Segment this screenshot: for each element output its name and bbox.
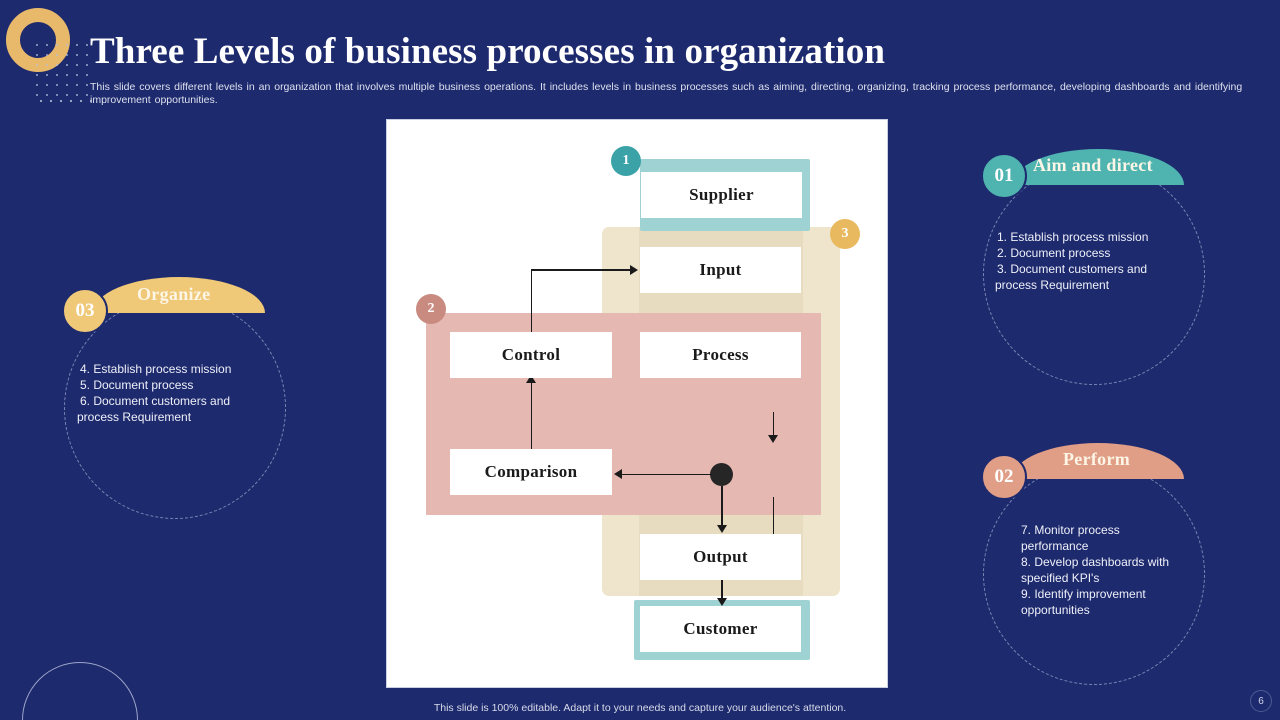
level-01-items: 1. Establish process mission 2. Document… (995, 229, 1197, 293)
level-02-item-6: opportunities (1021, 603, 1090, 617)
process-box-supplier[interactable]: Supplier (641, 172, 802, 218)
connector-control-feedback-horizontal (530, 269, 631, 271)
level-02-item-5: 9. Identify improvement (1021, 587, 1146, 601)
page-title: Three Levels of business processes in or… (90, 31, 886, 72)
level-02-title: Perform (1063, 449, 1131, 469)
arrowhead-control-input (630, 265, 638, 275)
footer-note: This slide is 100% editable. Adapt it to… (433, 702, 847, 714)
page-number: 6 (1250, 690, 1272, 712)
arrowhead-output-customer (716, 598, 727, 606)
process-diagram-panel: Supplier Input Control Process Compariso… (386, 119, 888, 688)
connector-control-feedback-vertical (530, 269, 533, 353)
level-02-items: 7. Monitor process performance 8. Develo… (1021, 522, 1201, 618)
arrowhead-comparison-control (526, 375, 536, 383)
junction-node (710, 463, 733, 486)
level-03-item-1: 4. Establish process mission (80, 362, 232, 376)
level-01-item-4: process Requirement (995, 278, 1110, 292)
level-03-items: 4. Establish process mission 5. Document… (77, 361, 277, 425)
level-01-item-1: 1. Establish process mission (997, 230, 1149, 244)
level-03-item-4: process Requirement (77, 410, 192, 424)
level-01-number[interactable]: 01 (981, 153, 1027, 199)
level-02-item-2: performance (1021, 539, 1089, 553)
level-03-item-3: 6. Document customers and (80, 394, 231, 408)
process-box-output[interactable]: Output (640, 534, 801, 580)
connector-input-process (772, 412, 775, 438)
step-badge-2[interactable]: 2 (416, 294, 446, 324)
connector-comparison-control (530, 378, 533, 449)
level-02-number[interactable]: 02 (981, 454, 1027, 500)
arrowhead-junction-output (716, 525, 727, 533)
process-box-input[interactable]: Input (640, 247, 801, 293)
decorative-dot-row (36, 96, 92, 104)
level-01-item-2: 2. Document process (997, 246, 1111, 260)
level-03-number[interactable]: 03 (62, 288, 108, 334)
connector-output-customer (721, 580, 723, 602)
decorative-dot-grid (32, 40, 92, 96)
process-box-customer[interactable]: Customer (640, 606, 801, 652)
arrowhead-junction-comparison (614, 469, 622, 479)
level-01-title: Aim and direct (1033, 155, 1153, 175)
step-badge-1[interactable]: 1 (611, 146, 641, 176)
process-box-control[interactable]: Control (450, 332, 612, 378)
page-subtitle: This slide covers different levels in an… (90, 81, 1243, 106)
level-02-item-3: 8. Develop dashboards with (1021, 555, 1170, 569)
level-01-item-3: 3. Document customers and (997, 262, 1148, 276)
step-badge-3[interactable]: 3 (830, 219, 860, 249)
process-box-process[interactable]: Process (640, 332, 801, 378)
level-03-title: Organize (137, 284, 211, 304)
arrowhead-input-process (768, 435, 778, 443)
level-03-item-2: 5. Document process (80, 378, 194, 392)
connector-junction-comparison (620, 473, 712, 476)
level-02-item-1: 7. Monitor process (1021, 523, 1120, 537)
process-box-comparison[interactable]: Comparison (450, 449, 612, 495)
level-02-item-4: specified KPI's (1021, 571, 1100, 585)
connector-junction-output (721, 486, 723, 528)
